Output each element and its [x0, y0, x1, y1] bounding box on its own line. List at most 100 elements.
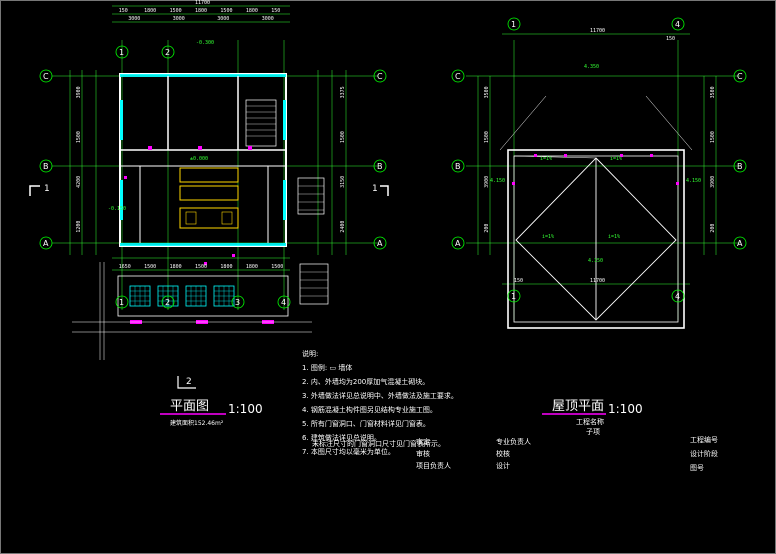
roof-top-dim2: 150: [666, 36, 675, 42]
dim-text: 3150: [340, 176, 346, 188]
axis-label: 1: [511, 20, 516, 29]
axis-bubble: [451, 236, 465, 250]
axis-bubble: [451, 69, 465, 83]
axis-label: 4: [281, 298, 286, 307]
section-mark-2: 2: [186, 377, 192, 387]
roof-scale: 1:100: [608, 402, 643, 416]
title-block-label: 图号: [690, 464, 704, 472]
axis-bubble: [733, 69, 747, 83]
roof-parapet: [507, 149, 685, 329]
axis-bubble: [39, 236, 53, 250]
axis-label: C: [455, 72, 461, 81]
axis-bubble: [373, 236, 387, 250]
dim-text: 1650: [119, 264, 131, 270]
title-block-label: 设计阶段: [690, 449, 718, 458]
axis-label: B: [455, 162, 461, 171]
roof-elev: 4.150: [686, 178, 701, 184]
axis-bubble: [507, 17, 521, 31]
axis-bubble: [39, 159, 53, 173]
title-block-label: 专业负责人: [496, 437, 531, 446]
axis-label: 3: [235, 298, 240, 307]
dim-text: 1500: [710, 131, 716, 143]
dim-text: 1500: [76, 131, 82, 143]
notes-item5-extra: 未标注尺寸的门窗洞口尺寸见门窗表所示。: [312, 439, 445, 448]
roof-right-dims: 3500 1500 3900 200: [710, 86, 716, 232]
dim-text: 1500: [271, 264, 283, 270]
section-cut-label: 1: [372, 184, 378, 194]
dim-text: 1800: [246, 264, 258, 270]
dim-text: 3900: [710, 176, 716, 188]
dim-text: 3900: [484, 176, 490, 188]
plan-scale: 1:100: [228, 402, 263, 416]
axis-label: 1: [119, 48, 124, 57]
roof-slope: i=1%: [542, 234, 554, 240]
note-item: 1. 图例: ▭ 墙体: [302, 363, 352, 372]
axis-bubble: [277, 295, 291, 309]
title-block-label: 审定: [416, 437, 430, 446]
axis-label: B: [737, 162, 743, 171]
axis-label: B: [43, 162, 49, 171]
roof-elev: 4.150: [490, 178, 505, 184]
axis-label: A: [377, 239, 383, 248]
title-block-label: 子项: [586, 428, 600, 436]
dim-text: 1500: [170, 8, 182, 14]
dim-text: 3000: [217, 16, 229, 22]
roof-slope: i=1%: [608, 234, 620, 240]
dim-text: 1500: [195, 264, 207, 270]
dim-text: 150: [271, 8, 280, 14]
roof-top-dim: 11700: [590, 28, 605, 34]
dim-text: 1500: [484, 131, 490, 143]
note-item: 4. 钢筋混凝土构件图另见结构专业施工图。: [302, 405, 437, 414]
axis-bubble: [507, 289, 521, 303]
general-notes: 说明: 1. 图例: ▭ 墙体 2. 内、外墙均为200厚加气混凝土砌块。 3. 外…: [302, 349, 458, 456]
note-item: 3. 外墙做法详见总说明中、外墙做法及施工要求。: [302, 391, 458, 400]
axis-bubble: [161, 45, 175, 59]
axis-label: 1: [511, 292, 516, 301]
dim-text: 3000: [173, 16, 185, 22]
axis-bubble: [671, 17, 685, 31]
note-item: 2. 内、外墙均为200厚加气混凝土砌块。: [302, 377, 429, 386]
axis-label: 2: [165, 48, 170, 57]
axis-label: C: [737, 72, 743, 81]
roof-elev: 4.350: [584, 64, 599, 70]
axis-label: B: [377, 162, 383, 171]
dim-text: 150: [119, 8, 128, 14]
axis-bubble: [733, 159, 747, 173]
dim-text: 1800: [246, 8, 258, 14]
pit-grids: [129, 285, 235, 307]
axis-bubble: [451, 159, 465, 173]
dim-text: 2400: [340, 221, 346, 233]
section-cut-right: [380, 185, 389, 196]
roof-slope: i=1%: [610, 156, 622, 162]
notes-heading: 说明:: [302, 349, 318, 358]
dim-text: 200: [710, 224, 716, 233]
title-block: 审定专业负责人审核校核项目负责人设计工程名称子项工程编号设计阶段图号: [416, 417, 718, 472]
axis-bubble: [733, 236, 747, 250]
section-cut-label: 1: [44, 184, 50, 194]
title-block-label: 工程名称: [576, 417, 604, 426]
axis-label: A: [455, 239, 461, 248]
plan-elev-label: -0.150: [108, 206, 126, 212]
dim-text: 1500: [340, 131, 346, 143]
dim-text: 3500: [484, 86, 490, 98]
dim-text: 1800: [220, 264, 232, 270]
axis-bubble: [373, 69, 387, 83]
axis-label: 4: [675, 20, 680, 29]
dim-text: 3000: [262, 16, 274, 22]
axis-bubble: [671, 289, 685, 303]
axis-bubble: [161, 295, 175, 309]
dim-text: 3900: [76, 86, 82, 98]
dim-text: 3500: [710, 86, 716, 98]
title-block-label: 项目负责人: [416, 461, 451, 470]
roof-bottom-dim2: 150: [514, 278, 523, 284]
